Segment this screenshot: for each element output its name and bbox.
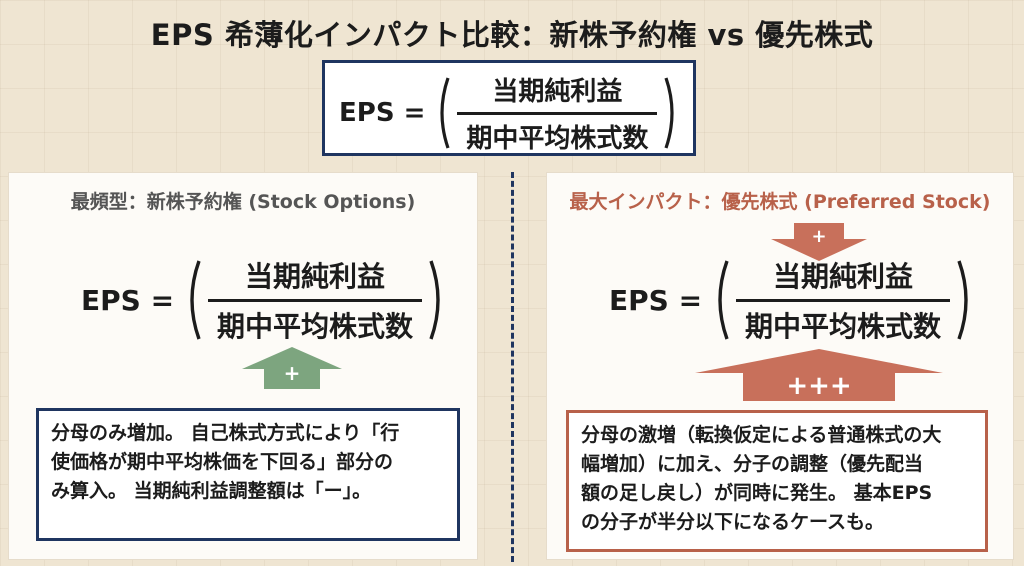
- preferred-stock-formula: EPS = 当期純利益 期中平均株式数: [609, 255, 976, 345]
- preferred-stock-title: 最大インパクト：優先株式 (Preferred Stock): [569, 191, 991, 213]
- page-title: EPS 希薄化インパクト比較：新株予約権 vs 優先株式: [150, 18, 874, 52]
- formula-fraction: 当期純利益 期中平均株式数: [208, 255, 423, 345]
- right-paren: [428, 258, 448, 342]
- right-paren: [956, 258, 976, 342]
- note-line: 額の足し戻し）が同時に発生。 基本EPS: [581, 482, 933, 504]
- formula-eps-label: EPS =: [609, 283, 703, 317]
- note-line: 分母の激増（転換仮定による普通株式の大: [581, 424, 942, 446]
- numerator-adjust-arrow: +: [771, 223, 867, 261]
- fraction-bar: [736, 299, 951, 302]
- formula-eps-label: EPS =: [81, 283, 175, 317]
- formula-fraction: 当期純利益 期中平均株式数: [457, 71, 658, 155]
- formula-numerator: 当期純利益: [245, 260, 386, 293]
- note-line: 幅増加）に加え、分子の調整（優先配当: [581, 453, 924, 475]
- formula-numerator: 当期純利益: [492, 77, 623, 107]
- fraction-bar: [457, 112, 658, 115]
- left-paren: [182, 258, 202, 342]
- formula-denominator: 期中平均株式数: [217, 310, 414, 343]
- denominator-surge-arrow: +++: [695, 349, 943, 401]
- note-line: み算入。 当期純利益調整額は「ー」。: [51, 480, 372, 502]
- main-formula-box: EPS = 当期純利益 期中平均株式数: [322, 60, 696, 156]
- stock-options-note: 分母のみ増加。 自己株式方式により「行 使価格が期中平均株価を下回る」部分の み…: [36, 408, 460, 541]
- stock-options-panel: 最頻型：新株予約権 (Stock Options) EPS = 当期純利益 期中…: [8, 172, 478, 560]
- panel-divider: [511, 172, 514, 562]
- left-paren: [433, 75, 451, 151]
- note-line: 使価格が期中平均株価を下回る」部分の: [51, 451, 394, 473]
- stock-options-formula: EPS = 当期純利益 期中平均株式数: [81, 255, 448, 345]
- formula-numerator: 当期純利益: [773, 260, 914, 293]
- right-paren: [663, 75, 681, 151]
- left-paren: [710, 258, 730, 342]
- formula-denominator: 期中平均株式数: [745, 310, 942, 343]
- preferred-stock-panel: 最大インパクト：優先株式 (Preferred Stock) + EPS = 当…: [546, 172, 1014, 560]
- preferred-stock-note: 分母の激増（転換仮定による普通株式の大 幅増加）に加え、分子の調整（優先配当 額…: [566, 410, 988, 552]
- fraction-bar: [208, 299, 423, 302]
- stock-options-title: 最頻型：新株予約権 (Stock Options): [70, 191, 416, 213]
- arrow-plus-label: +: [811, 226, 826, 247]
- arrow-plus-label: +++: [786, 371, 851, 401]
- note-line: 分母のみ増加。 自己株式方式により「行: [51, 422, 400, 444]
- main-formula: EPS = 当期純利益 期中平均株式数: [339, 71, 681, 155]
- denominator-increase-arrow: +: [242, 347, 342, 389]
- formula-eps-label: EPS =: [339, 98, 426, 128]
- formula-denominator: 期中平均株式数: [466, 124, 649, 154]
- arrow-plus-label: +: [284, 361, 301, 385]
- formula-fraction: 当期純利益 期中平均株式数: [736, 255, 951, 345]
- note-line: の分子が半分以下になるケースも。: [581, 511, 885, 533]
